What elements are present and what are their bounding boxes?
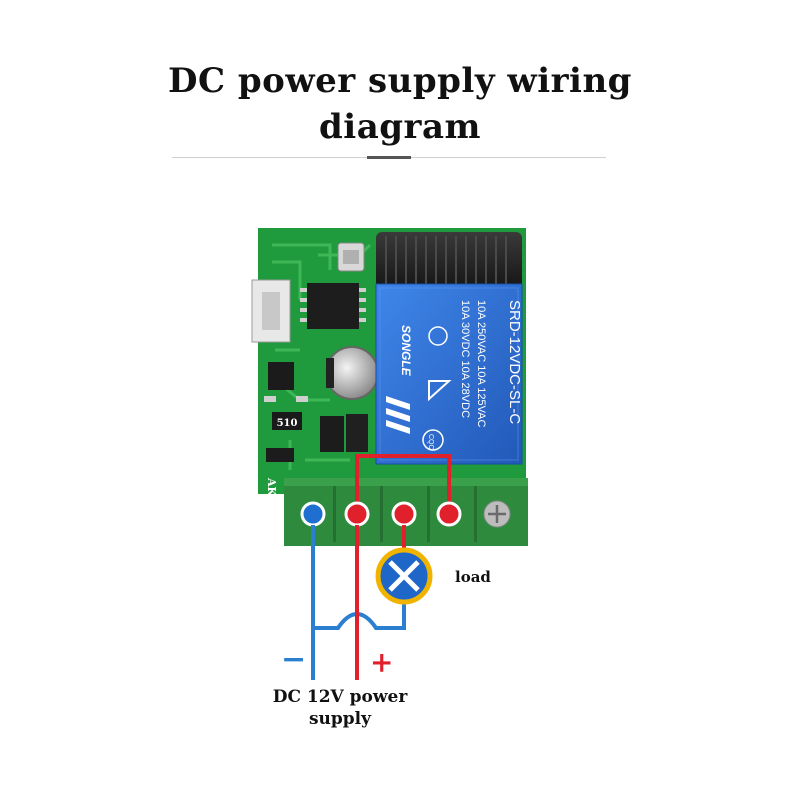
board-version: V1.0	[254, 495, 267, 524]
board-model: AK-C2S0419	[265, 477, 278, 555]
load-lamp-icon	[375, 547, 433, 605]
ul-mark-icon	[428, 326, 448, 346]
ic-pins	[300, 288, 366, 322]
ic-chip	[307, 283, 359, 329]
relay-body	[375, 283, 523, 465]
antenna-windings	[385, 236, 507, 284]
title-line-2: diagram	[319, 107, 481, 147]
antenna-coil	[376, 232, 522, 288]
terminal-1-negative	[300, 501, 326, 527]
cqc-mark-text: CQC	[427, 434, 434, 450]
regulator-pin	[264, 396, 276, 402]
smd-resistor	[272, 412, 302, 430]
negative-sign: −	[281, 642, 306, 677]
diagram-title: DC power supply wiring diagram	[0, 58, 800, 150]
relay-model: SRD-12VDC-SL-C	[506, 300, 523, 424]
terminal-top-edge	[284, 478, 528, 486]
relay-internal-wire	[355, 454, 451, 514]
regulator-pin	[296, 396, 308, 402]
capacitor-stripe	[326, 358, 334, 388]
resistor-code: 510	[277, 418, 298, 429]
terminal-dividers	[333, 486, 477, 542]
terminal-3-load	[391, 501, 417, 527]
title-divider-accent	[367, 156, 411, 159]
supply-line-2: supply	[308, 709, 372, 729]
songle-logo-icon	[386, 396, 410, 434]
diode	[346, 414, 368, 452]
relay-brand: SONGLE	[399, 325, 413, 377]
supply-line-1: DC 12V power	[272, 687, 408, 707]
crystal-top	[343, 250, 359, 264]
learn-button-cap	[262, 292, 280, 330]
warning-icon	[428, 380, 452, 402]
load-return-wire	[313, 600, 406, 630]
relay-rating-2: 10A 30VDC 10A 28VDC	[459, 300, 471, 418]
relay: SRD-12VDC-SL-C 10A 250VAC 10A 125VAC 10A…	[375, 283, 523, 465]
smd-part	[266, 448, 294, 462]
transistor	[320, 416, 344, 452]
power-supply-label: DC 12V power supply	[230, 686, 450, 730]
positive-sign: +	[370, 646, 393, 679]
terminal-2-positive	[344, 501, 370, 527]
antenna-body	[376, 232, 522, 288]
load-label: load	[455, 568, 491, 586]
regulator-chip	[268, 362, 294, 390]
terminal-4-common	[436, 501, 462, 527]
cqc-mark-icon	[422, 429, 444, 451]
relay-rating-1: 10A 250VAC 10A 125VAC	[475, 300, 487, 427]
title-line-1: DC power supply wiring	[168, 61, 632, 101]
